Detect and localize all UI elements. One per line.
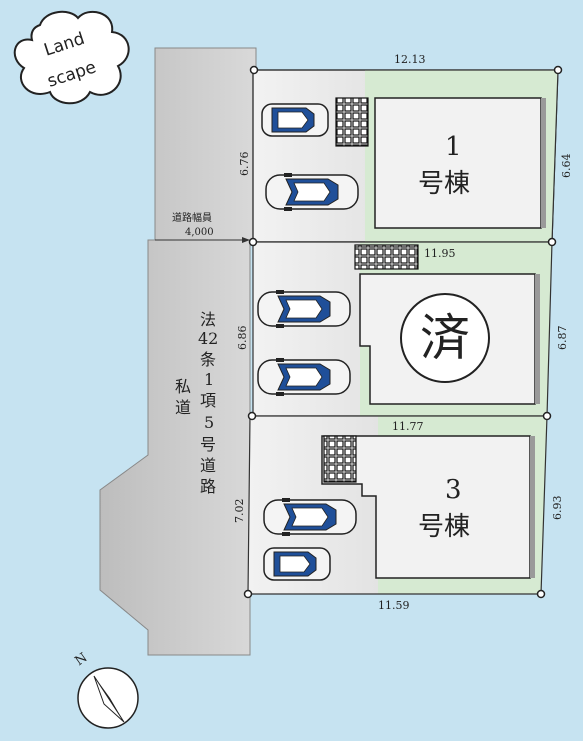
car bbox=[261, 103, 329, 137]
road-char: 5 bbox=[204, 413, 214, 432]
road-char: 道 bbox=[175, 398, 191, 417]
car bbox=[263, 547, 331, 581]
north-compass: N bbox=[72, 650, 139, 729]
lot-2: 済 11.95 6.86 6.87 bbox=[236, 241, 569, 417]
boundary-markers bbox=[243, 65, 563, 599]
road-char: 私 bbox=[175, 377, 191, 396]
building-1 bbox=[374, 97, 542, 229]
lot-1-left-dim: 6.76 bbox=[238, 152, 251, 177]
lot-3-left-dim: 7.02 bbox=[233, 499, 246, 524]
entrance-tiles bbox=[354, 244, 419, 270]
road-width-annotation: 道路幅員 4,000 bbox=[155, 211, 250, 243]
entrance-tiles bbox=[323, 435, 357, 483]
entrance-tiles bbox=[335, 97, 369, 147]
lot-3-right-dim: 6.93 bbox=[551, 496, 564, 521]
car bbox=[257, 357, 351, 397]
road-char: 号 bbox=[200, 435, 216, 454]
road-width-label: 道路幅員 bbox=[172, 211, 212, 224]
road-char: 道 bbox=[200, 456, 216, 475]
lot-1-top-dim: 12.13 bbox=[394, 53, 426, 66]
building-1-label: 号棟 bbox=[418, 169, 470, 199]
building-3-label: 号棟 bbox=[418, 512, 470, 542]
lot-1: 1 号棟 12.13 6.76 6.64 bbox=[238, 53, 573, 243]
car bbox=[257, 289, 351, 329]
road-char: 条 bbox=[200, 350, 216, 369]
lot-2-right-dim: 6.87 bbox=[556, 326, 569, 351]
road-char: 1 bbox=[204, 370, 214, 389]
car bbox=[263, 497, 357, 537]
private-road bbox=[99, 47, 257, 656]
compass-north-label: N bbox=[72, 650, 90, 669]
lot-3-top-dim: 11.77 bbox=[392, 420, 424, 433]
lot-1-right-dim: 6.64 bbox=[560, 154, 573, 179]
building-1-number: 1 bbox=[445, 132, 462, 162]
sold-stamp-text: 済 bbox=[420, 309, 470, 367]
road-width-value: 4,000 bbox=[185, 227, 214, 238]
lot-2-top-dim: 11.95 bbox=[424, 247, 456, 260]
road-char: 法 bbox=[200, 310, 216, 329]
lot-3: 3 号棟 11.77 7.02 6.93 11.59 bbox=[233, 415, 564, 612]
lot-2-left-dim: 6.86 bbox=[236, 326, 249, 351]
road-char: 42 bbox=[198, 329, 218, 348]
sold-stamp bbox=[400, 293, 490, 383]
landscape-logo: Land scape bbox=[13, 10, 130, 105]
building-3-number: 3 bbox=[445, 475, 462, 505]
lot-3-bottom-dim: 11.59 bbox=[378, 599, 410, 612]
road-char: 項 bbox=[200, 391, 216, 410]
car bbox=[265, 172, 359, 212]
road-designation: 法 42 条 1 項 5 号 道 路 私 道 bbox=[175, 310, 218, 496]
road-char: 路 bbox=[200, 477, 216, 496]
